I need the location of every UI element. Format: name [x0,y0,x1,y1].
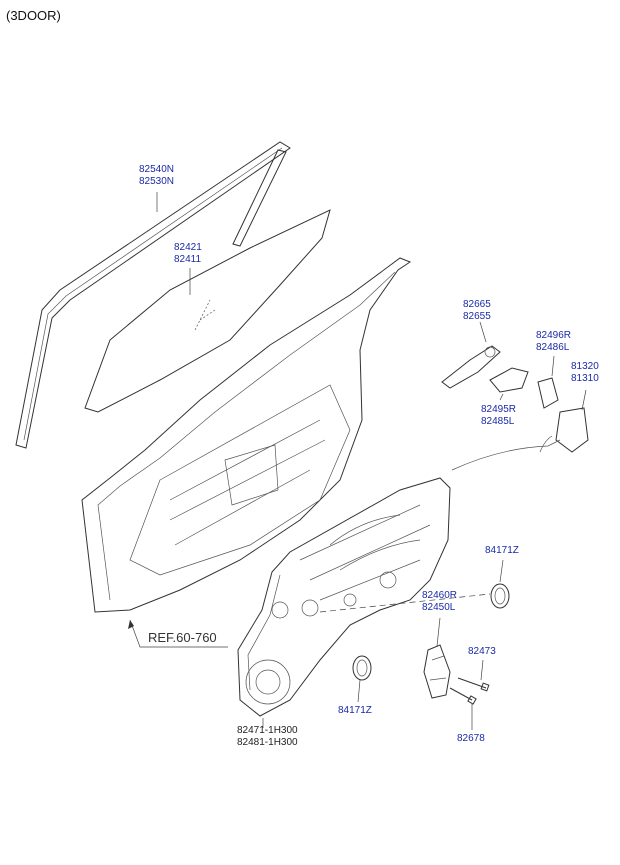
part-label-handle-bracket-upper: 82496R 82486L [536,330,571,354]
glass-run-channel[interactable] [15,141,291,449]
part-number: 82495R [481,404,517,415]
part-label-bolt-82678: 82678 [457,733,485,745]
part-number: 82411 [174,254,202,265]
part-number: 82460R [422,590,458,601]
door-latch[interactable] [451,407,589,471]
part-number: 82471-1H300 [237,725,298,736]
part-label-door-latch: 81320 81310 [571,361,599,385]
outside-handle[interactable] [441,345,501,389]
part-number: 81310 [571,373,599,384]
part-number: 82450L [422,602,456,613]
bolt-82678[interactable] [449,687,477,705]
part-number: 84171Z [485,545,519,556]
handle-bracket-upper[interactable] [537,377,559,409]
door-glass[interactable] [84,209,331,413]
part-label-plug-upper: 84171Z [485,545,519,557]
part-number: 81320 [571,361,599,372]
diagram-title: (3DOOR) [6,8,61,23]
part-number: 82530N [139,176,175,187]
part-label-outside-handle: 82665 82655 [463,299,491,323]
part-number: 82655 [463,311,491,322]
part-label-bolt-82473: 82473 [468,646,496,658]
handle-bracket-lower[interactable] [489,367,529,393]
regulator-motor[interactable] [423,644,451,699]
part-number: 82540N [139,164,175,175]
part-number: 82421 [174,242,202,253]
plug-upper[interactable] [490,583,510,609]
part-label-door-glass: 82421 82411 [174,242,202,266]
part-number: 82678 [457,733,485,744]
bolt-82473[interactable] [457,677,490,692]
part-number: 82481-1H300 [237,737,298,748]
reference-label: REF.60-760 [148,630,217,645]
part-number: 82485L [481,416,515,427]
part-label-module-panel: 82471-1H300 82481-1H300 [237,725,298,749]
part-label-regulator-motor: 82460R 82450L [422,590,457,614]
part-label-plug-lower: 84171Z [338,705,372,717]
plug-lower[interactable] [352,655,372,681]
door-shell[interactable] [81,257,412,613]
part-number: 82665 [463,299,491,310]
part-number: 84171Z [338,705,372,716]
part-number: 82496R [536,330,572,341]
part-number: 82486L [536,342,570,353]
part-label-belt-molding: 82540N 82530N [139,164,174,188]
part-number: 82473 [468,646,496,657]
part-label-handle-bracket-lower: 82495R 82485L [481,404,516,428]
door-module-panel[interactable] [237,477,451,717]
